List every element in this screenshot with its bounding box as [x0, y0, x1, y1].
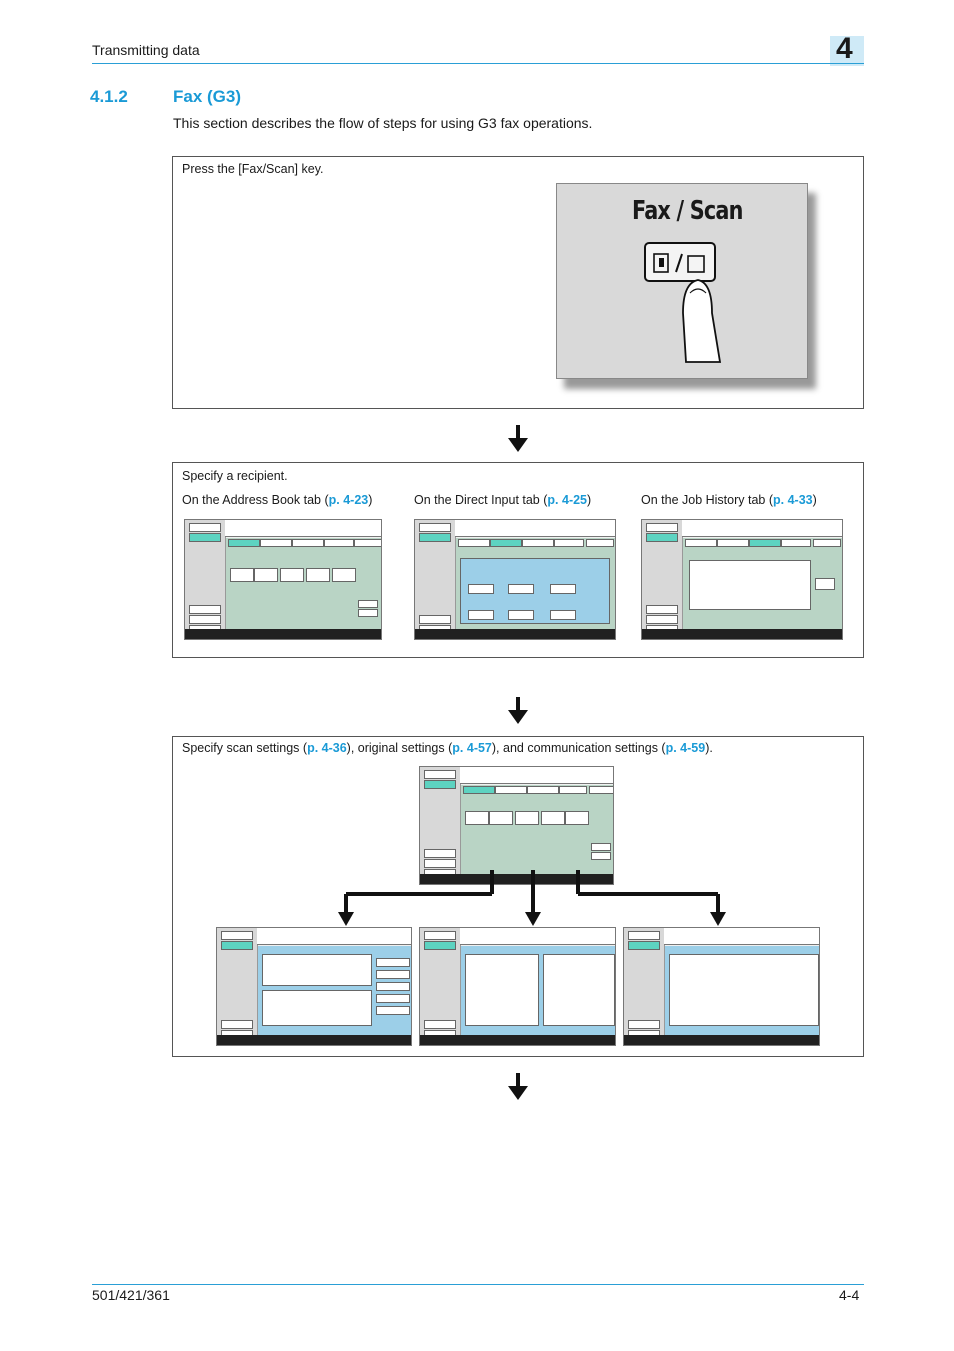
step-2-sub-job-history: On the Job History tab (p. 4-33)	[641, 493, 817, 507]
step-3-part-1: Specify scan settings (	[182, 741, 308, 755]
screen-communication-settings	[623, 927, 820, 1046]
screen-scan-settings	[216, 927, 412, 1046]
sub-prefix: On the Address Book tab (	[182, 493, 329, 507]
page-link-communication[interactable]: p. 4-59	[665, 741, 706, 755]
footer-rule	[92, 1284, 864, 1285]
sub-prefix: On the Direct Input tab (	[414, 493, 548, 507]
step-3-part-2: ), original settings (	[346, 741, 453, 755]
sub-suffix: )	[368, 493, 373, 507]
page-link[interactable]: p. 4-25	[547, 493, 588, 507]
flow-arrow-1	[508, 425, 528, 452]
section-number: 4.1.2	[90, 87, 128, 106]
footer-model: 501/421/361	[92, 1287, 170, 1303]
screen-original-settings	[419, 927, 616, 1046]
running-header: Transmitting data	[92, 42, 200, 58]
section-intro: This section describes the flow of steps…	[173, 115, 593, 131]
header-rule	[92, 63, 864, 64]
step-3-part-4: ).	[705, 741, 713, 755]
screen-direct-input	[414, 519, 616, 640]
page-link[interactable]: p. 4-23	[328, 493, 369, 507]
screen-recipient-main	[419, 766, 614, 885]
step-1-text: Press the [Fax/Scan] key.	[182, 162, 324, 176]
screen-address-book	[184, 519, 382, 640]
section-title: Fax (G3)	[173, 87, 242, 106]
page-link-scan[interactable]: p. 4-36	[307, 741, 347, 755]
page-link[interactable]: p. 4-33	[773, 493, 813, 507]
footer-page-number: 4-4	[839, 1287, 860, 1303]
sub-prefix: On the Job History tab (	[641, 493, 774, 507]
fax-scan-key-icon	[644, 242, 722, 363]
step-3-part-3: ), and communication settings (	[491, 741, 666, 755]
step-2-sub-address-book: On the Address Book tab (p. 4-23)	[182, 493, 372, 507]
sub-suffix: )	[812, 493, 817, 507]
step-2-text: Specify a recipient.	[182, 469, 288, 483]
step-3-text: Specify scan settings (p. 4-36), origina…	[182, 741, 713, 755]
chapter-tab	[830, 36, 864, 66]
page-link-original[interactable]: p. 4-57	[452, 741, 492, 755]
flow-connector	[338, 870, 726, 926]
step-2-sub-direct-input: On the Direct Input tab (p. 4-25)	[414, 493, 591, 507]
chapter-number: 4	[836, 32, 853, 65]
flow-arrow-3	[508, 1073, 528, 1100]
fax-scan-key-label: Fax / Scan	[632, 196, 743, 226]
screen-job-history	[641, 519, 843, 640]
sub-suffix: )	[587, 493, 592, 507]
flow-arrow-2	[508, 697, 528, 724]
